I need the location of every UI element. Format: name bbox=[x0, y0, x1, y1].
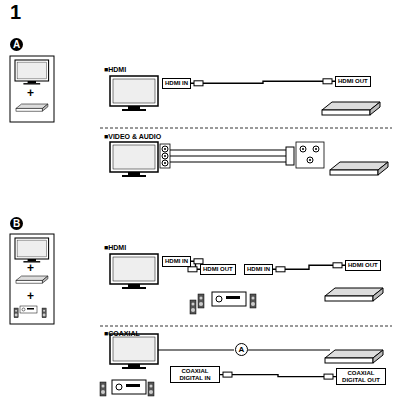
cable bbox=[191, 79, 335, 86]
plus-sign: + bbox=[27, 290, 34, 302]
cable-plug bbox=[276, 267, 285, 272]
port-name: HDMI OUT bbox=[203, 266, 233, 273]
cable bbox=[220, 372, 336, 379]
port-name: COAXIAL DIGITAL IN bbox=[173, 368, 217, 381]
port-name: HDMI IN bbox=[165, 80, 188, 87]
plus-sign: + bbox=[27, 262, 34, 274]
port-callout: COAXIAL DIGITAL OUT bbox=[336, 368, 386, 385]
section-badge: B bbox=[10, 217, 23, 230]
section-heading: ■COAXIAL bbox=[104, 330, 140, 337]
port-name: HDMI OUT bbox=[348, 262, 378, 269]
port-name: HDMI IN bbox=[165, 258, 188, 265]
cable bbox=[273, 263, 345, 272]
port-callout: HDMI IN bbox=[244, 264, 273, 275]
section-heading: ■HDMI bbox=[104, 66, 126, 73]
cable-plug bbox=[323, 79, 332, 84]
section-badge: A bbox=[10, 38, 23, 51]
port-callout: HDMI OUT bbox=[335, 76, 371, 87]
port-callout: HDMI IN bbox=[162, 78, 191, 89]
section-heading: ■HDMI bbox=[104, 244, 126, 251]
cable-callout: A bbox=[235, 343, 248, 356]
port-callout: COAXIAL DIGITAL IN bbox=[170, 366, 220, 383]
plus-sign: + bbox=[27, 87, 34, 99]
cable-plug bbox=[188, 267, 197, 272]
port-name: COAXIAL DIGITAL OUT bbox=[339, 370, 383, 383]
port-name: HDMI IN bbox=[247, 266, 270, 273]
cable-plug bbox=[324, 374, 333, 379]
port-callout: HDMI OUT bbox=[345, 260, 381, 271]
section-heading: ■VIDEO & AUDIO bbox=[104, 133, 161, 140]
port-callout: HDMI IN bbox=[162, 256, 191, 267]
port-name: HDMI OUT bbox=[338, 78, 368, 85]
step-number: 1 bbox=[10, 2, 21, 22]
cable-plug bbox=[194, 81, 203, 86]
port-callout: HDMI OUT bbox=[200, 264, 236, 275]
cable-plug bbox=[333, 263, 342, 268]
cable-plug bbox=[223, 372, 232, 377]
